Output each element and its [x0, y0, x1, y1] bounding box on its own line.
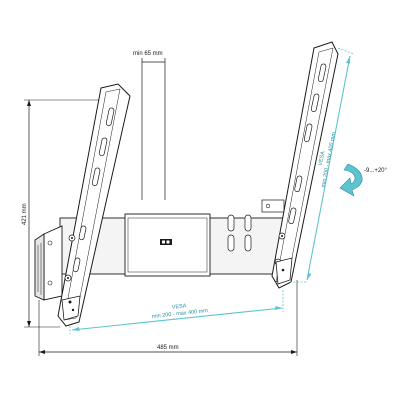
brand-logo-icon [160, 239, 172, 245]
width-dimension: 485 mm [38, 280, 298, 356]
vesa-vertical-title: VESA [318, 150, 327, 166]
right-tv-bracket [271, 41, 339, 289]
height-dimension: 421 mm [22, 99, 110, 328]
vesa-horizontal-dimension: VESA min 200 - max 400 mm [69, 290, 284, 334]
height-label: 421 mm [22, 203, 28, 225]
vesa-horizontal-range: min 200 - max 400 mm [152, 308, 209, 320]
vesa-horizontal-title: VESA [172, 303, 188, 311]
depth-label: min 65 mm [133, 51, 163, 57]
depth-dimension: min 65 mm [133, 51, 166, 200]
tilt-label: -9...+20° [364, 168, 388, 174]
tilt-arrow-icon [339, 163, 363, 197]
left-tv-bracket [57, 83, 131, 327]
width-label: 485 mm [157, 345, 179, 351]
